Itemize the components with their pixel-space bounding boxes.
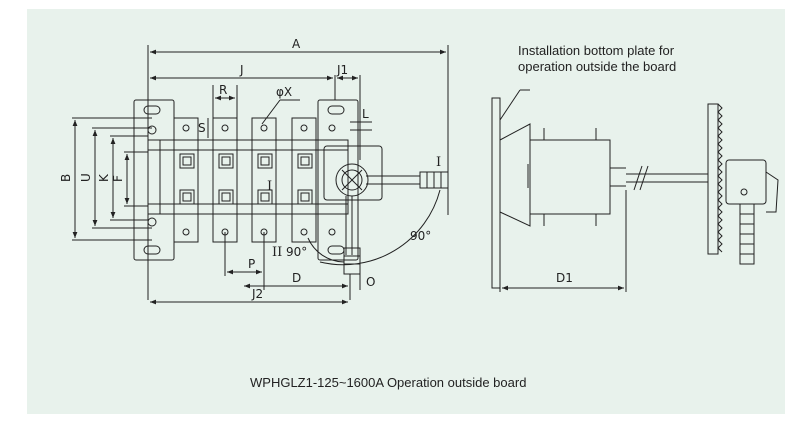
side-handle	[725, 159, 767, 205]
note-line-2: operation outside the board	[518, 59, 676, 74]
label-b: B	[59, 174, 73, 182]
left-bracket	[133, 99, 175, 261]
switch-body	[147, 139, 349, 215]
note-line-1: Installation bottom plate for	[518, 43, 675, 58]
label-u: U	[79, 173, 93, 182]
bottom-plate	[491, 97, 501, 289]
label-j1: J1	[336, 63, 348, 77]
label-j: J	[239, 63, 244, 77]
label-position-one-mid: I	[267, 179, 272, 194]
right-bracket	[317, 99, 359, 261]
label-position-two: II	[272, 245, 282, 260]
dimension-labels: A J J1 R φX L S B U K F P D J2 O D1 I I …	[59, 37, 573, 301]
handle-grip-down	[343, 247, 361, 275]
label-d: D	[292, 271, 301, 285]
label-p: P	[248, 257, 255, 271]
label-phi-x: φX	[276, 85, 292, 99]
serrated-dial	[707, 103, 719, 255]
diagram-caption: WPHGLZ1-125~1600A Operation outside boar…	[250, 375, 526, 390]
label-j2: J2	[251, 287, 263, 301]
side-body	[529, 139, 611, 215]
contact-squares	[179, 153, 313, 205]
rotation-arc	[319, 189, 441, 266]
label-o: O	[366, 275, 375, 289]
label-a: A	[292, 37, 301, 51]
flange	[499, 123, 531, 227]
label-k: K	[97, 173, 111, 182]
label-r: R	[219, 83, 227, 97]
mechanism-box	[323, 145, 383, 201]
pole-plates	[173, 117, 317, 243]
label-angle-right: 90°	[410, 229, 431, 243]
label-position-one-top: I	[436, 155, 441, 170]
label-s: S	[198, 121, 206, 135]
label-f: F	[111, 175, 125, 182]
label-angle-left: 90°	[286, 245, 307, 259]
label-d1: D1	[556, 271, 573, 285]
label-l: L	[362, 107, 369, 121]
